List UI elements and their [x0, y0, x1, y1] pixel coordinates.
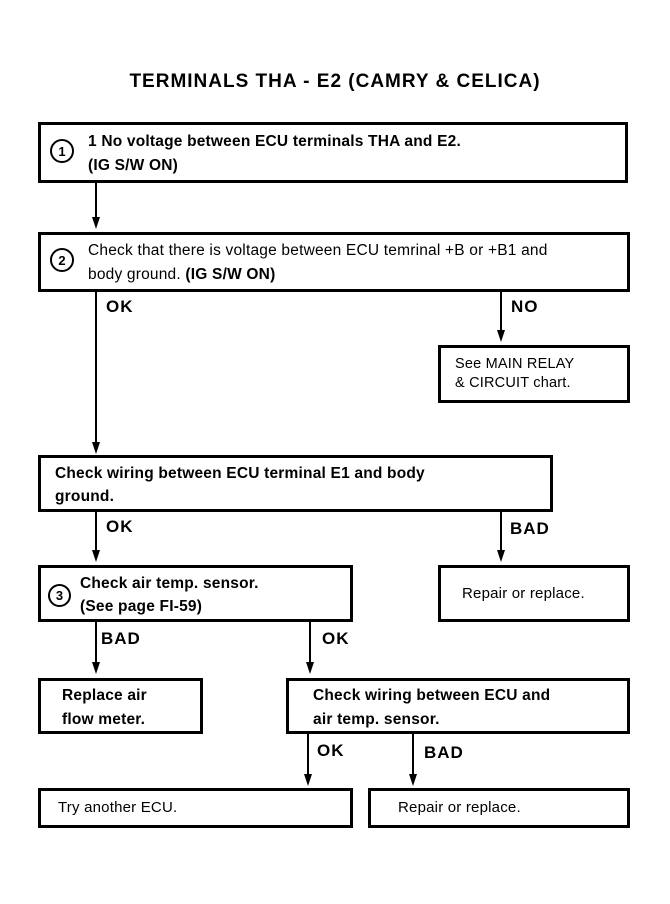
flowchart-node-main-relay: See MAIN RELAY & CIRCUIT chart. — [438, 345, 630, 403]
connector-check-e1-step3 — [95, 512, 97, 552]
node-text: Repair or replace. — [462, 584, 585, 602]
node-text: Check air temp. sensor. (See page FI-59) — [80, 572, 350, 618]
node-text: Repair or replace. — [398, 799, 521, 816]
flowchart-node-check-wiring-sensor: Check wiring between ECU and air temp. s… — [286, 678, 630, 734]
step-number-badge: 2 — [50, 248, 74, 272]
flowchart-node-step3: 3 Check air temp. sensor. (See page FI-5… — [38, 565, 353, 622]
node-text-line1: Check air temp. sensor. — [80, 575, 259, 592]
node-text: Try another ECU. — [58, 799, 178, 816]
node-text-line1: Replace air — [62, 687, 147, 704]
branch-label-ok: OK — [106, 297, 134, 316]
node-text: Replace air flow meter. — [62, 684, 200, 732]
node-text-line2: (IG S/W ON) — [88, 157, 179, 174]
branch-label-ok: OK — [322, 629, 350, 648]
arrow-down-icon — [305, 662, 314, 674]
connector-wiring-repair — [412, 734, 414, 776]
node-text-line2: air temp. sensor. — [313, 711, 440, 728]
flowchart-node-replace-afm: Replace air flow meter. — [38, 678, 203, 734]
branch-label-bad: BAD — [101, 629, 141, 648]
page-title: TERMINALS THA - E2 (CAMRY & CELICA) — [129, 71, 541, 92]
arrow-down-icon — [91, 442, 100, 454]
connector-step3-check-wiring — [309, 622, 311, 664]
branch-label-bad: BAD — [424, 743, 464, 762]
step-number-badge: 1 — [50, 139, 74, 163]
arrow-down-icon — [496, 330, 505, 342]
node-text-line1: Check wiring between ECU and — [313, 687, 551, 704]
arrow-down-icon — [496, 550, 505, 562]
branch-label-no: NO — [511, 297, 539, 316]
step-number-badge: 3 — [48, 584, 71, 607]
node-text-line1: 1 No voltage between ECU terminals THA a… — [88, 133, 461, 150]
arrow-down-icon — [91, 550, 100, 562]
node-text-line1: See MAIN RELAY — [455, 356, 575, 372]
connector-wiring-try-ecu — [307, 734, 309, 776]
node-text-line2: ground. — [55, 488, 115, 505]
node-text: See MAIN RELAY & CIRCUIT chart. — [455, 355, 627, 393]
branch-label-ok: OK — [317, 741, 345, 760]
branch-label-ok: OK — [106, 517, 134, 536]
node-text-line2: & CIRCUIT chart. — [455, 375, 571, 391]
connector-step2-check-e1 — [95, 292, 97, 444]
arrow-down-icon — [91, 217, 100, 229]
connector-step3-replace-afm — [95, 622, 97, 664]
node-text: 1 No voltage between ECU terminals THA a… — [88, 130, 625, 178]
node-text: Check that there is voltage between ECU … — [88, 239, 627, 287]
connector-check-e1-repair — [500, 512, 502, 552]
arrow-down-icon — [408, 774, 417, 786]
flowchart-node-step1: 1 1 No voltage between ECU terminals THA… — [38, 122, 628, 183]
node-text: Check wiring between ECU and air temp. s… — [313, 684, 627, 732]
connector-step1-step2 — [95, 183, 97, 219]
node-text-line2: flow meter. — [62, 711, 146, 728]
flowchart-node-repair-top: Repair or replace. — [438, 565, 630, 622]
node-text-line2: body ground. (IG S/W ON) — [88, 266, 276, 283]
node-text-line1: Check that there is voltage between ECU … — [88, 242, 548, 259]
node-text: Check wiring between ECU terminal E1 and… — [55, 462, 550, 508]
arrow-down-icon — [303, 774, 312, 786]
flowchart-node-repair-bottom: Repair or replace. — [368, 788, 630, 828]
arrow-down-icon — [91, 662, 100, 674]
flowchart-node-check-e1: Check wiring between ECU terminal E1 and… — [38, 455, 553, 512]
flowchart-node-step2: 2 Check that there is voltage between EC… — [38, 232, 630, 292]
node-text-line1: Check wiring between ECU terminal E1 and… — [55, 465, 425, 482]
connector-step2-main-relay — [500, 292, 502, 332]
branch-label-bad: BAD — [510, 519, 550, 538]
flowchart-node-try-ecu: Try another ECU. — [38, 788, 353, 828]
node-text-line2: (See page FI-59) — [80, 598, 203, 615]
